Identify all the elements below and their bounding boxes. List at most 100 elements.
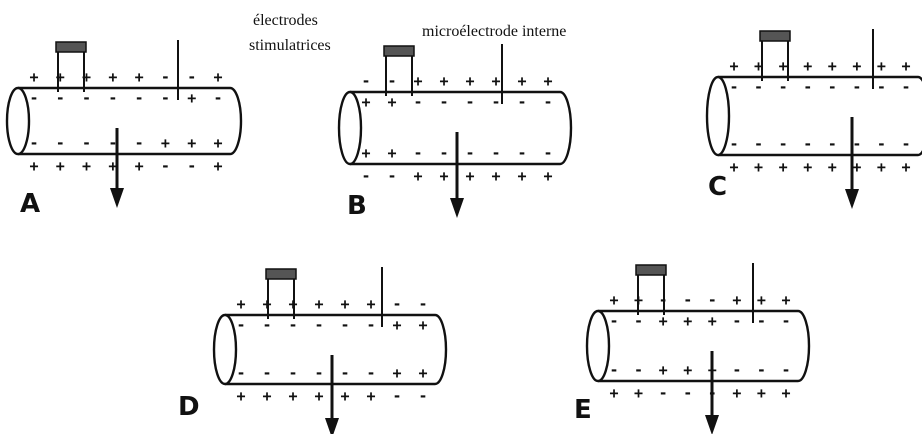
membrane-outer-charge-bottom: - <box>361 167 370 185</box>
membrane-outer-charge-top: + <box>732 291 741 309</box>
axon-body <box>718 75 922 157</box>
membrane-inner-charge-bottom: + <box>213 134 222 152</box>
membrane-inner-charge-top: - <box>491 93 500 111</box>
membrane-outer-charge-top: + <box>877 57 886 75</box>
membrane-outer-charge-bottom: + <box>29 157 38 175</box>
membrane-inner-charge-bottom: - <box>634 361 643 379</box>
axon-cut-end <box>5 86 31 156</box>
membrane-inner-charge-bottom: - <box>877 135 886 153</box>
membrane-inner-charge-bottom: - <box>236 364 245 382</box>
membrane-inner-charge-top: + <box>708 312 717 330</box>
membrane-outer-charge-top: + <box>465 72 474 90</box>
membrane-outer-charge-top: + <box>314 295 323 313</box>
stimulating-electrodes-label-line2: stimulatrices <box>249 37 331 54</box>
membrane-outer-charge-bottom: - <box>683 384 692 402</box>
membrane-outer-charge-bottom: + <box>517 167 526 185</box>
membrane-inner-charge-bottom: - <box>517 144 526 162</box>
membrane-inner-charge-bottom: - <box>543 144 552 162</box>
membrane-inner-charge-bottom: - <box>609 361 618 379</box>
membrane-outer-charge-top: + <box>56 68 65 86</box>
membrane-inner-charge-top: - <box>29 89 38 107</box>
membrane-outer-charge-bottom: + <box>781 384 790 402</box>
membrane-inner-charge-bottom: + <box>418 364 427 382</box>
membrane-outer-charge-bottom: + <box>491 167 500 185</box>
membrane-inner-charge-top: - <box>634 312 643 330</box>
membrane-outer-charge-bottom: + <box>108 157 117 175</box>
membrane-inner-charge-top: - <box>236 316 245 334</box>
membrane-inner-charge-bottom: - <box>901 135 910 153</box>
stimulating-electrode-head <box>265 268 297 280</box>
membrane-inner-charge-bottom: + <box>187 134 196 152</box>
membrane-outer-charge-bottom: + <box>340 387 349 405</box>
axon-cut-end <box>337 90 363 166</box>
panel-d: ++++++--------++------++++++++--D <box>178 267 448 434</box>
membrane-outer-charge-bottom: + <box>236 387 245 405</box>
membrane-outer-charge-top: + <box>439 72 448 90</box>
panel-letter: E <box>574 395 592 425</box>
panel-e: ++---+++--+++-----+++---++---+++E <box>574 263 811 434</box>
membrane-outer-charge-bottom: + <box>439 167 448 185</box>
propagation-arrow-head <box>450 198 464 218</box>
membrane-outer-charge-bottom: + <box>82 157 91 175</box>
membrane-outer-charge-top: + <box>288 295 297 313</box>
membrane-outer-charge-top: + <box>108 68 117 86</box>
membrane-inner-charge-bottom: - <box>135 134 144 152</box>
membrane-outer-charge-bottom: + <box>288 387 297 405</box>
membrane-outer-charge-top: + <box>828 57 837 75</box>
membrane-inner-charge-bottom: - <box>757 361 766 379</box>
membrane-outer-charge-top: + <box>779 57 788 75</box>
membrane-outer-charge-top: - <box>361 72 370 90</box>
stimulating-electrodes-label-line1: électrodes <box>253 12 318 29</box>
membrane-inner-charge-top: - <box>779 78 788 96</box>
membrane-inner-charge-top: - <box>56 89 65 107</box>
membrane-outer-charge-top: + <box>803 57 812 75</box>
membrane-inner-charge-top: + <box>418 316 427 334</box>
membrane-inner-charge-bottom: - <box>314 364 323 382</box>
axon-cut-end <box>212 313 238 386</box>
membrane-inner-charge-top: - <box>757 312 766 330</box>
membrane-inner-charge-top: - <box>135 89 144 107</box>
membrane-inner-charge-top: - <box>732 312 741 330</box>
membrane-inner-charge-bottom: - <box>340 364 349 382</box>
membrane-outer-charge-top: + <box>491 72 500 90</box>
membrane-inner-charge-top: - <box>877 78 886 96</box>
membrane-outer-charge-top: + <box>340 295 349 313</box>
membrane-inner-charge-top: - <box>108 89 117 107</box>
membrane-inner-charge-top: - <box>543 93 552 111</box>
membrane-outer-charge-bottom: + <box>729 158 738 176</box>
membrane-outer-charge-top: + <box>366 295 375 313</box>
membrane-outer-charge-top: + <box>754 57 763 75</box>
membrane-inner-charge-top: - <box>803 78 812 96</box>
membrane-inner-charge-bottom: - <box>29 134 38 152</box>
propagation-arrow-head <box>110 188 124 208</box>
stimulating-electrode-head <box>635 264 667 276</box>
membrane-outer-charge-top: + <box>543 72 552 90</box>
membrane-outer-charge-top: - <box>161 68 170 86</box>
membrane-inner-charge-bottom: + <box>361 144 370 162</box>
membrane-inner-charge-top: - <box>439 93 448 111</box>
membrane-outer-charge-bottom: + <box>135 157 144 175</box>
membrane-outer-charge-bottom: + <box>828 158 837 176</box>
axon-body <box>18 86 243 156</box>
membrane-outer-charge-bottom: + <box>779 158 788 176</box>
membrane-outer-charge-bottom: + <box>262 387 271 405</box>
membrane-inner-charge-bottom: - <box>439 144 448 162</box>
membrane-inner-charge-top: - <box>781 312 790 330</box>
membrane-inner-charge-bottom: - <box>108 134 117 152</box>
membrane-inner-charge-bottom: - <box>803 135 812 153</box>
membrane-inner-charge-top: + <box>387 93 396 111</box>
membrane-outer-charge-bottom: + <box>634 384 643 402</box>
membrane-inner-charge-top: - <box>340 316 349 334</box>
stimulating-electrode-head <box>383 45 415 57</box>
membrane-inner-charge-top: - <box>729 78 738 96</box>
membrane-outer-charge-top: + <box>135 68 144 86</box>
membrane-inner-charge-top: + <box>683 312 692 330</box>
membrane-outer-charge-top: + <box>82 68 91 86</box>
membrane-outer-charge-top: + <box>852 57 861 75</box>
membrane-outer-charge-top: - <box>187 68 196 86</box>
membrane-inner-charge-bottom: - <box>779 135 788 153</box>
membrane-inner-charge-top: - <box>754 78 763 96</box>
membrane-inner-charge-top: + <box>361 93 370 111</box>
axon-body <box>598 309 811 383</box>
